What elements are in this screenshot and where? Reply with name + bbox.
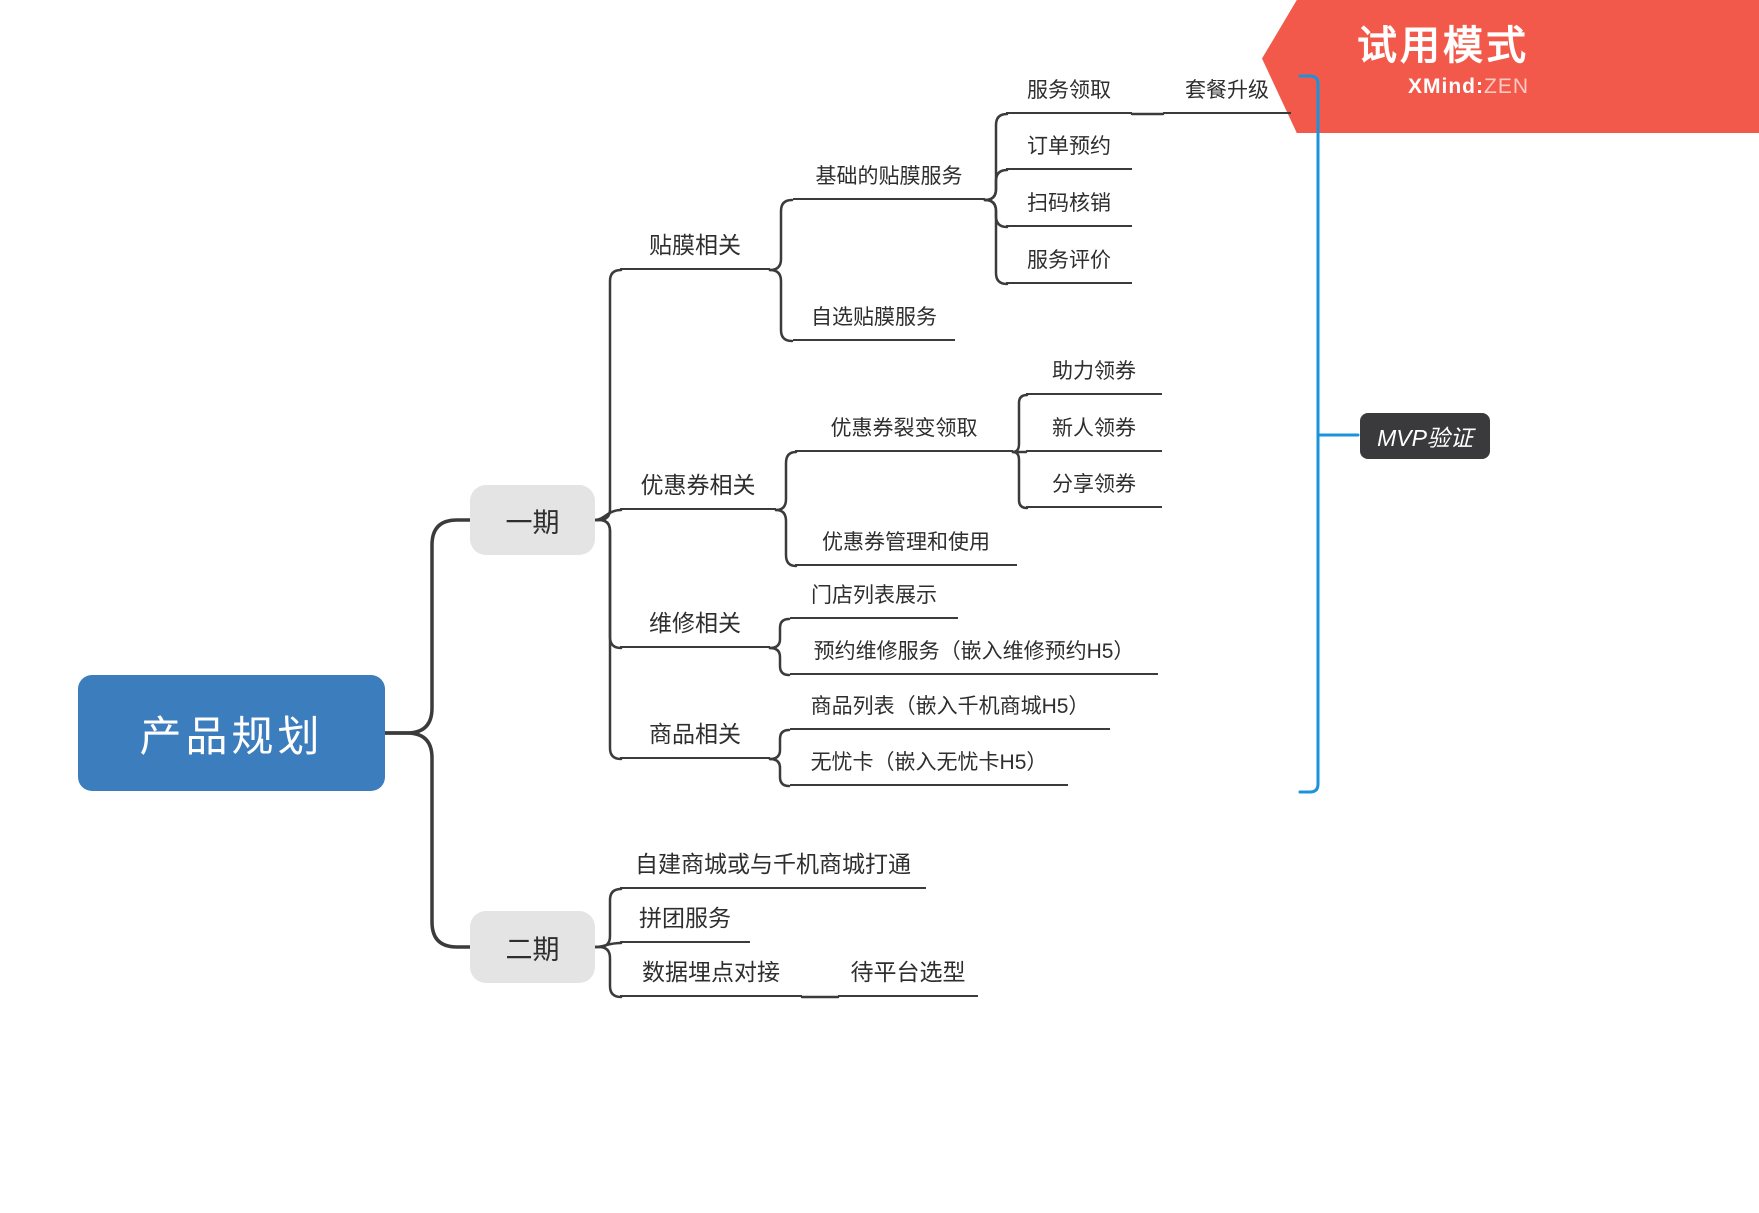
topic-film-custom[interactable]: 自选贴膜服务 xyxy=(793,301,955,341)
connector-goods-worryfree xyxy=(768,757,791,788)
connector-root-phase1 xyxy=(383,518,472,735)
topic-group-buy[interactable]: 拼团服务 xyxy=(620,899,750,943)
trial-banner[interactable]: 试用模式 XMind:ZEN xyxy=(1262,0,1759,133)
topic-package-upgrade[interactable]: 套餐升级 xyxy=(1163,74,1291,114)
trial-banner-text: 试用模式 XMind:ZEN xyxy=(1357,24,1529,99)
topic-order-booking[interactable]: 订单预约 xyxy=(1006,130,1132,170)
topic-newuser-coupon[interactable]: 新人领券 xyxy=(1026,412,1162,452)
connector-film-custom xyxy=(768,268,794,343)
topic-coupon-fission[interactable]: 优惠券裂变领取 xyxy=(795,412,1013,452)
connector-basic-booking xyxy=(983,168,1009,202)
topic-service-claim[interactable]: 服务领取 xyxy=(1006,74,1132,114)
topic-store-list[interactable]: 门店列表展示 xyxy=(790,579,958,619)
connector-coupon-fission xyxy=(774,450,798,512)
topic-scan-verify[interactable]: 扫码核销 xyxy=(1006,187,1132,227)
connector-phase2-mall xyxy=(593,887,623,949)
topic-coupon[interactable]: 优惠券相关 xyxy=(620,466,776,510)
topic-worryfree-card[interactable]: 无忧卡（嵌入无忧卡H5） xyxy=(790,746,1068,786)
trial-mode-title: 试用模式 xyxy=(1357,24,1529,68)
xmind-logo-sep: : xyxy=(1476,75,1484,98)
xmind-logo-bold: XMind xyxy=(1408,75,1476,98)
connector-phase1-coupon xyxy=(593,508,623,522)
topic-service-review[interactable]: 服务评价 xyxy=(1006,244,1132,284)
topic-film[interactable]: 贴膜相关 xyxy=(620,226,770,270)
connector-root-phase2 xyxy=(383,731,472,949)
topic-assist-coupon[interactable]: 助力领券 xyxy=(1026,355,1162,395)
topic-data-tracking[interactable]: 数据埋点对接 xyxy=(620,953,802,997)
connector-coupon-manage xyxy=(774,508,798,568)
summary-bracket xyxy=(1298,74,1320,794)
branch-phase1[interactable]: 一期 xyxy=(470,485,595,555)
connector-fission-assist xyxy=(1011,393,1029,454)
connector-phase2-tracking xyxy=(593,945,623,999)
topic-platform-select[interactable]: 待平台选型 xyxy=(838,953,978,997)
connector-goods-list xyxy=(768,728,791,761)
connector-phase1-film xyxy=(593,268,623,522)
topic-coupon-manage[interactable]: 优惠券管理和使用 xyxy=(795,526,1017,566)
connector-repair-storelist xyxy=(768,617,791,650)
connector-basic-review xyxy=(983,198,1009,286)
xmind-logo-light: ZEN xyxy=(1484,75,1529,98)
connector-phase1-goods xyxy=(593,518,623,761)
root-topic[interactable]: 产品规划 xyxy=(78,675,385,791)
topic-share-coupon[interactable]: 分享领券 xyxy=(1026,468,1162,508)
connector-film-basic xyxy=(768,198,794,272)
summary-topic-mvp[interactable]: MVP验证 xyxy=(1360,413,1490,459)
topic-goods[interactable]: 商品相关 xyxy=(620,715,770,759)
topic-repair-booking[interactable]: 预约维修服务（嵌入维修预约H5） xyxy=(790,635,1158,675)
topic-goods-list[interactable]: 商品列表（嵌入千机商城H5） xyxy=(790,690,1110,730)
connector-repair-booking xyxy=(768,646,791,677)
connector-fission-share xyxy=(1011,450,1029,510)
topic-mall-build[interactable]: 自建商城或与千机商城打通 xyxy=(620,845,926,889)
branch-phase2[interactable]: 二期 xyxy=(470,911,595,983)
topic-repair[interactable]: 维修相关 xyxy=(620,604,770,648)
connector-phase1-repair xyxy=(593,518,623,650)
topic-film-basic[interactable]: 基础的贴膜服务 xyxy=(793,160,985,200)
xmind-zen-logo: XMind:ZEN xyxy=(1357,75,1529,99)
